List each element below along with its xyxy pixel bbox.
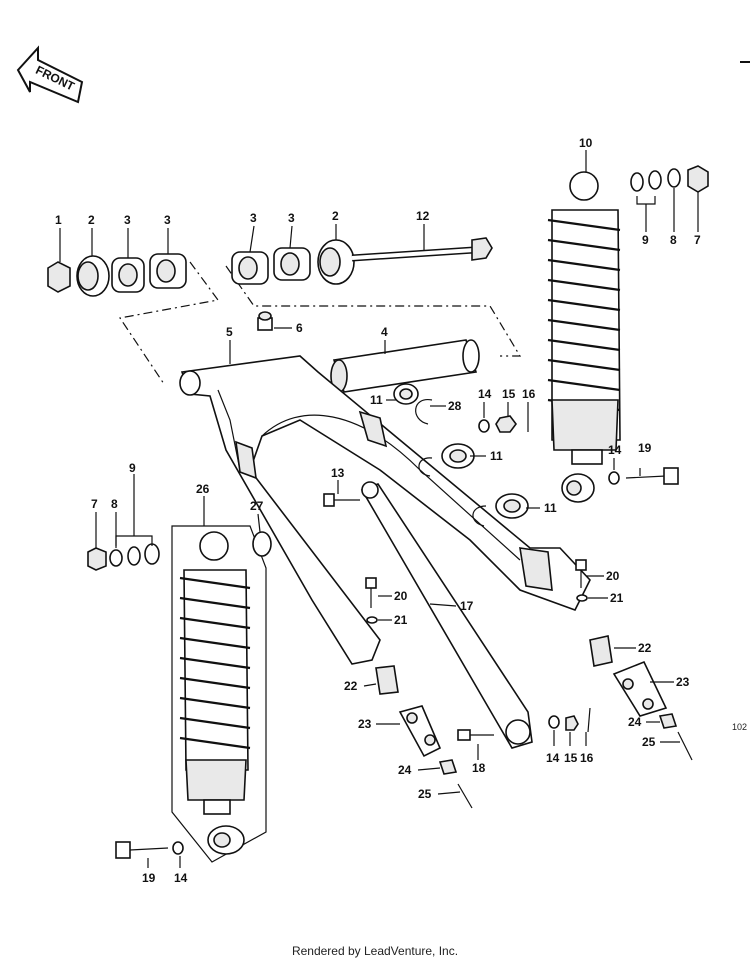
callout-27: 27 <box>250 499 264 513</box>
swing-arm <box>179 355 591 665</box>
callout-16: 16 <box>522 387 536 401</box>
shock-absorber-left <box>171 525 267 863</box>
pivot-hardware-left <box>47 253 187 297</box>
footer-credit: Rendered by LeadVenture, Inc. <box>291 944 459 958</box>
callout-19: 19 <box>142 871 156 885</box>
callout-26: 26 <box>196 482 210 496</box>
callout-13: 13 <box>331 466 345 480</box>
callout-3: 3 <box>164 213 171 227</box>
callout-25: 25 <box>418 787 432 801</box>
callout-3: 3 <box>250 211 257 225</box>
callout-11: 11 <box>490 449 503 463</box>
callout-24: 24 <box>628 715 642 729</box>
callout-21: 21 <box>610 591 624 605</box>
callout-10: 10 <box>579 136 593 150</box>
leader-lines <box>59 150 699 868</box>
shock-bottom-hardware-left <box>115 841 184 859</box>
shock-top-hardware-right <box>630 165 709 193</box>
bushings-and-clips <box>393 383 529 527</box>
callout-20: 20 <box>394 589 408 603</box>
clip <box>472 505 487 527</box>
callout-14: 14 <box>174 871 188 885</box>
callout-14: 14 <box>478 387 492 401</box>
callout-3: 3 <box>124 213 131 227</box>
callout-25: 25 <box>642 735 656 749</box>
callout-2: 2 <box>332 209 339 223</box>
callout-19: 19 <box>638 441 652 455</box>
callout-11: 11 <box>370 393 383 407</box>
guide-left <box>118 261 220 385</box>
callout-8: 8 <box>111 497 118 511</box>
callout-8: 8 <box>670 233 677 247</box>
grease-nipple <box>257 311 273 331</box>
callout-7: 7 <box>91 497 98 511</box>
washer-nut-pin-top <box>478 408 529 433</box>
callout-4: 4 <box>381 325 388 339</box>
brackets <box>375 635 693 809</box>
callout-21: 21 <box>394 613 408 627</box>
callout-15: 15 <box>564 751 578 765</box>
front-arrow-icon: FRONT <box>16 45 84 104</box>
callout-16: 16 <box>580 751 594 765</box>
shock-bottom-hardware-right <box>608 467 679 485</box>
callout-15: 15 <box>502 387 516 401</box>
callout-24: 24 <box>398 763 412 777</box>
callouts: 1 2 3 3 3 3 2 12 10 9 8 7 5 6 4 11 28 14… <box>55 136 701 885</box>
callout-11: 11 <box>544 501 557 515</box>
callout-9: 9 <box>129 461 136 475</box>
guide-right <box>225 265 522 357</box>
callout-22: 22 <box>344 679 358 693</box>
callout-17: 17 <box>460 599 474 613</box>
pivot-hardware-right <box>231 237 493 285</box>
callout-14: 14 <box>546 751 560 765</box>
callout-5: 5 <box>226 325 233 339</box>
callout-1: 1 <box>55 213 62 227</box>
callout-9: 9 <box>642 233 649 247</box>
clip <box>418 457 433 477</box>
washer-nut-pin-bottom <box>548 707 591 733</box>
shock-absorber-right <box>547 171 621 503</box>
callout-23: 23 <box>358 717 372 731</box>
callout-20: 20 <box>606 569 620 583</box>
bolts <box>323 493 588 741</box>
callout-14: 14 <box>608 443 622 457</box>
callout-18: 18 <box>472 761 486 775</box>
callout-3: 3 <box>288 211 295 225</box>
callout-7: 7 <box>694 233 701 247</box>
callout-28: 28 <box>448 399 462 413</box>
pivot-sleeve <box>330 339 480 393</box>
callout-2: 2 <box>88 213 95 227</box>
torque-link <box>360 481 533 749</box>
clip <box>415 399 433 425</box>
callout-23: 23 <box>676 675 690 689</box>
callout-12: 12 <box>416 209 430 223</box>
callout-6: 6 <box>296 321 303 335</box>
callout-22: 22 <box>638 641 652 655</box>
diagram-code: 102 <box>732 722 748 732</box>
pivot-nut <box>47 261 71 293</box>
